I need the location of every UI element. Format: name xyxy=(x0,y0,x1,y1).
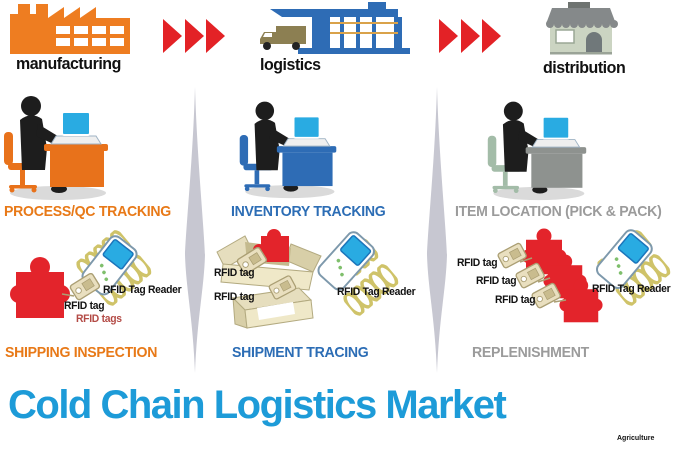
person-at-desk-icon-left xyxy=(0,90,112,202)
bottom-label-replenishment: REPLENISHMENT xyxy=(472,344,589,361)
storefront-icon xyxy=(546,2,618,55)
rfid-scene-replenishment xyxy=(496,226,673,323)
triple-arrow-icon xyxy=(439,19,501,53)
page-title: Cold Chain Logistics Market xyxy=(8,383,507,427)
reader-label-middle: RFID Tag Reader xyxy=(337,286,416,298)
rfid-tag-icon xyxy=(496,241,528,270)
person-at-desk-icon-right xyxy=(484,94,590,204)
tag-label-middle-2: RFID tag xyxy=(214,291,255,303)
tracking-label-inventory: INVENTORY TRACKING xyxy=(231,203,386,220)
red-puzzle-piece-icon xyxy=(10,257,70,318)
tag-label-right-2: RFID tag xyxy=(476,275,517,287)
stage-label-manufacturing: manufacturing xyxy=(16,54,121,73)
tracking-label-process-qc: PROCESS/QC TRACKING xyxy=(4,203,171,220)
tag-label-right-1: RFID tag xyxy=(457,257,498,269)
rfid-scene-shipment-tracing xyxy=(216,228,401,329)
tag-label-right-3: RFID tag xyxy=(495,294,536,306)
reader-label-left: RFID Tag Reader xyxy=(103,284,182,296)
tags-label-left: RFID tags xyxy=(76,313,122,325)
rfid-scene-shipping-inspection xyxy=(10,228,154,318)
tracking-label-item-location: ITEM LOCATION (PICK & PACK) xyxy=(455,203,662,220)
tag-label-middle-1: RFID tag xyxy=(214,267,255,279)
triple-arrow-icon xyxy=(163,19,225,53)
person-at-desk-icon-middle xyxy=(236,94,340,202)
truck-warehouse-icon xyxy=(260,2,410,54)
stage-label-logistics: logistics xyxy=(260,55,321,74)
stage-label-distribution: distribution xyxy=(543,58,626,77)
tag-label-left: RFID tag xyxy=(64,300,105,312)
rfid-reader-icon xyxy=(314,228,378,294)
watermark-text: Agriculture xyxy=(617,435,655,442)
bottom-label-shipment-tracing: SHIPMENT TRACING xyxy=(232,344,369,361)
rfid-reader-icon xyxy=(593,226,656,292)
reader-label-right: RFID Tag Reader xyxy=(592,283,671,295)
factory-icon xyxy=(10,4,130,54)
bottom-label-shipping-inspection: SHIPPING INSPECTION xyxy=(5,344,158,361)
closed-carton-icon xyxy=(231,274,314,329)
